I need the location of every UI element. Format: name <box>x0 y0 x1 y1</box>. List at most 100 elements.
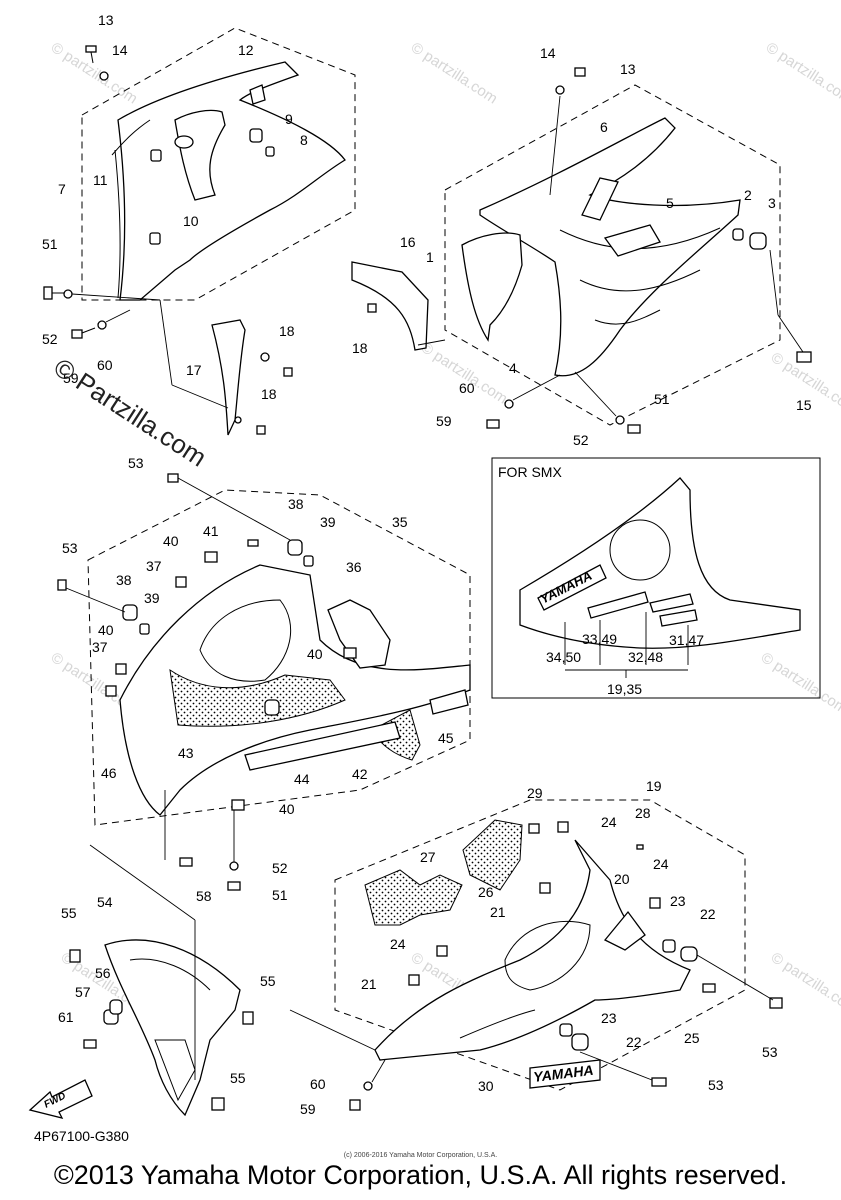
callout-59a: 59 <box>63 370 79 386</box>
strip-45 <box>429 689 469 715</box>
callout-20: 20 <box>614 871 630 887</box>
callout-22b: 22 <box>626 1034 642 1050</box>
callout-46: 46 <box>101 765 117 781</box>
callout-39b: 39 <box>144 590 160 606</box>
callout-13a: 13 <box>98 12 114 28</box>
callout-28: 28 <box>635 805 651 821</box>
callout-40d: 40 <box>279 801 295 817</box>
callout-59c: 59 <box>300 1101 316 1117</box>
callout-1: 1 <box>426 249 434 265</box>
callout-40c: 40 <box>307 646 323 662</box>
strip-44 <box>244 721 401 771</box>
callout-25: 25 <box>684 1030 700 1046</box>
callout-61: 61 <box>58 1009 74 1025</box>
group-panel-54 <box>28 844 254 1119</box>
callout-52b: 52 <box>573 432 589 448</box>
callout-60b: 60 <box>459 380 475 396</box>
callout-37a: 37 <box>146 558 162 574</box>
callout-29: 29 <box>527 785 543 801</box>
callout-56: 56 <box>95 965 111 981</box>
smx-label: FOR SMX <box>498 464 562 480</box>
stay-16 <box>351 261 429 351</box>
callout-53c: 53 <box>762 1044 778 1060</box>
smx-callout-31-47: 31,47 <box>669 632 704 648</box>
screw-13b <box>574 67 586 77</box>
callout-24b: 24 <box>653 856 669 872</box>
callout-45: 45 <box>438 730 454 746</box>
diagram-code: 4P67100-G380 <box>34 1128 129 1144</box>
collar-2 <box>732 228 744 241</box>
screw-13a <box>85 45 97 53</box>
callout-51a: 51 <box>42 236 58 252</box>
callout-38b: 38 <box>116 572 132 588</box>
callout-24c: 24 <box>390 936 406 952</box>
callout-23b: 23 <box>601 1010 617 1026</box>
duct-4 <box>461 232 523 342</box>
smx-cowling <box>519 477 801 649</box>
pad-43 <box>169 668 346 727</box>
callout-40a: 40 <box>163 533 179 549</box>
callout-16: 16 <box>400 234 416 250</box>
callout-24a: 24 <box>601 814 617 830</box>
callout-53a: 53 <box>128 455 144 471</box>
callout-4: 4 <box>509 360 517 376</box>
under-cowling-19 <box>374 839 691 1061</box>
bolt-15 <box>796 351 812 363</box>
group-side-cowling-1 <box>351 67 812 434</box>
callout-21b: 21 <box>361 976 377 992</box>
smx-callout-33-49: 33,49 <box>582 631 617 647</box>
callout-54: 54 <box>97 894 113 910</box>
callout-26: 26 <box>478 884 494 900</box>
callout-11: 11 <box>93 172 108 188</box>
copyright-notice: ©2013 Yamaha Motor Corporation, U.S.A. A… <box>53 1160 788 1190</box>
callout-38a: 38 <box>288 496 304 512</box>
callout-18a: 18 <box>279 323 295 339</box>
bracket-36 <box>327 599 391 669</box>
washer-14b <box>555 85 565 95</box>
grommet-9 <box>249 128 263 143</box>
callout-39a: 39 <box>320 514 336 530</box>
callout-59b: 59 <box>436 413 452 429</box>
washer-14a <box>99 71 109 81</box>
collar-8 <box>265 146 275 157</box>
callout-18c: 18 <box>352 340 368 356</box>
callout-14b: 14 <box>540 45 556 61</box>
watermark-tile: © partzilla.com <box>758 649 841 717</box>
fwd-arrow <box>28 1079 93 1119</box>
smx-variant-panel <box>491 457 821 699</box>
callout-19: 19 <box>646 778 662 794</box>
callout-55a: 55 <box>61 905 77 921</box>
callout-7: 7 <box>58 181 66 197</box>
callout-17: 17 <box>186 362 202 378</box>
pad-26 <box>462 819 523 891</box>
callout-51b: 51 <box>654 391 670 407</box>
callout-5: 5 <box>666 195 674 211</box>
decal-30-text: YAMAHA <box>532 1062 594 1085</box>
watermark-tile: © partzilla.com <box>418 339 511 407</box>
smx-callout-34-50: 34,50 <box>546 649 581 665</box>
smx-callout-19-35: 19,35 <box>607 681 642 697</box>
callout-57: 57 <box>75 984 91 1000</box>
callout-22a: 22 <box>700 906 716 922</box>
decal-5 <box>603 224 661 257</box>
callout-14a: 14 <box>112 42 128 58</box>
callout-36: 36 <box>346 559 362 575</box>
callout-60a: 60 <box>97 357 113 373</box>
watermark-tile: © partzilla.com <box>408 39 501 107</box>
callout-18b: 18 <box>261 386 277 402</box>
callout-42: 42 <box>352 766 368 782</box>
callout-labels: 13 14 12 9 8 7 11 10 51 52 59 60 17 18 1… <box>42 12 812 1117</box>
callout-53d: 53 <box>708 1077 724 1093</box>
duct-10 <box>174 109 226 201</box>
decal-30 <box>529 1059 601 1089</box>
callout-55c: 55 <box>230 1070 246 1086</box>
callout-2: 2 <box>744 187 752 203</box>
grommet-3 <box>749 232 767 250</box>
smx-box-frame <box>491 457 821 699</box>
watermark-tile: © partzilla.com <box>763 39 841 107</box>
group-inner-panel-7 <box>43 27 356 436</box>
callout-40b: 40 <box>98 622 114 638</box>
panel-54 <box>104 939 241 1117</box>
callout-6: 6 <box>600 119 608 135</box>
